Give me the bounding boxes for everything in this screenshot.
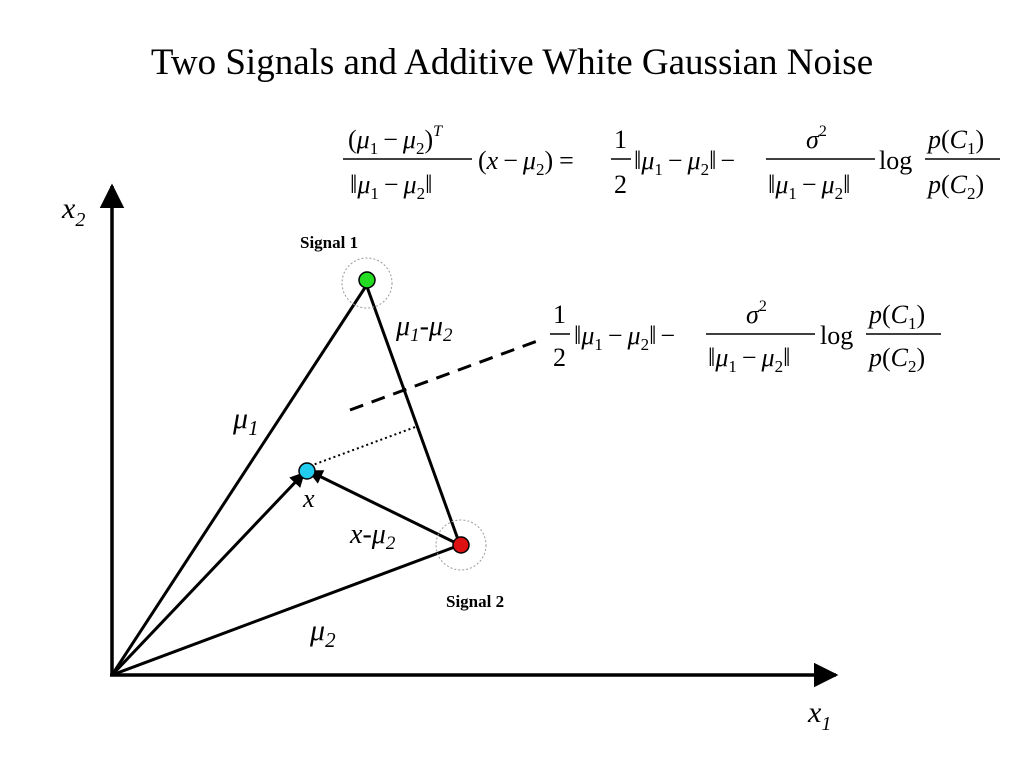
th-prior-numerator: p(C1) — [867, 300, 925, 333]
projection-dotted-line — [309, 425, 419, 467]
eq-x-minus-mu2: (x−μ2)= — [478, 146, 574, 179]
signal2-label: Signal 2 — [446, 592, 504, 611]
eq-log: log — [879, 146, 912, 175]
signal1-point — [358, 271, 376, 289]
x-point — [298, 462, 316, 480]
mu2-label: μ2 — [309, 614, 336, 652]
x-vector — [110, 471, 306, 677]
eq-term1-denominator: ‖μ1−μ2‖ — [350, 170, 432, 203]
th-norm-term: ‖μ1−μ2‖− — [574, 321, 675, 354]
th-half-denominator: 2 — [553, 343, 566, 372]
threshold-equation: 1 2 ‖μ1−μ2‖− σ2 ‖μ1−μ2‖ log p(C1) p(C2) — [550, 298, 941, 376]
th-log: log — [820, 321, 853, 350]
mu1-minus-mu2-label: μ1-μ2 — [395, 311, 453, 346]
th-half-numerator: 1 — [553, 300, 566, 329]
decision-equation: (μ1−μ2)T ‖μ1−μ2‖ (x−μ2)= 1 2 ‖μ1−μ2‖− σ2… — [343, 123, 1000, 203]
signal1-label: Signal 1 — [300, 233, 358, 252]
mu1-vector — [110, 282, 370, 676]
eq-term1-numerator: (μ1−μ2)T — [348, 123, 443, 158]
th-prior-denominator: p(C2) — [867, 343, 925, 376]
signal1-noise-halo — [341, 257, 393, 309]
signal2-noise-halo — [435, 519, 487, 571]
y-axis-label: x2 — [61, 192, 85, 231]
eq-sigma-numerator: σ2 — [806, 123, 827, 154]
mu1-minus-mu2-edge — [364, 283, 462, 546]
mu2-vector — [111, 543, 461, 677]
eq-sigma-denominator: ‖μ1−μ2‖ — [768, 170, 850, 203]
th-sigma-numerator: σ2 — [746, 298, 767, 329]
signal2-point — [452, 536, 470, 554]
x-point-label: x — [302, 484, 315, 513]
eq-norm-term: ‖μ1−μ2‖− — [634, 146, 735, 179]
x-minus-mu2-vector — [307, 469, 461, 547]
eq-prior-denominator: p(C2) — [926, 170, 984, 203]
th-sigma-denominator: ‖μ1−μ2‖ — [708, 343, 790, 376]
eq-half-denominator: 2 — [614, 170, 627, 199]
slide-title: Two Signals and Additive White Gaussian … — [150, 42, 874, 83]
mu1-label: μ1 — [232, 402, 259, 440]
decision-boundary-dashed — [349, 338, 541, 412]
eq-half-numerator: 1 — [614, 125, 627, 154]
eq-prior-numerator: p(C1) — [926, 125, 984, 158]
x-minus-mu2-label: x-μ2 — [349, 519, 396, 554]
x-axis-label: x1 — [807, 696, 831, 735]
